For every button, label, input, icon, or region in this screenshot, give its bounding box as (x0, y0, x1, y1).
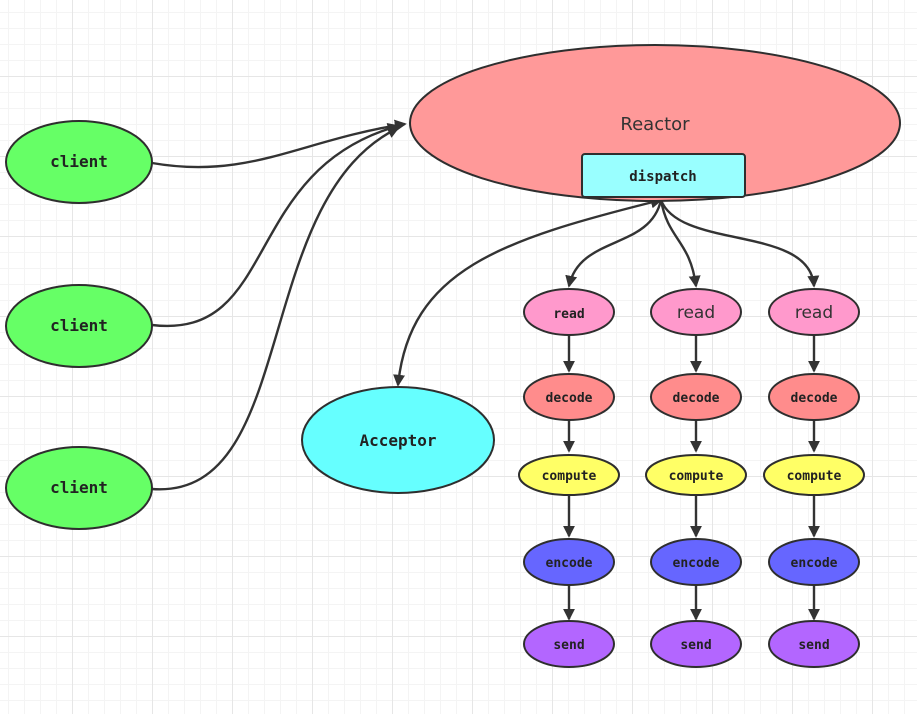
reactor-node: Reactor dispatch (409, 44, 901, 202)
read-node: read (523, 288, 615, 336)
dispatch-label: dispatch (629, 169, 696, 185)
client-node: client (5, 446, 153, 530)
dispatch-box (581, 153, 746, 198)
send-ellipse (650, 620, 742, 668)
compute-ellipse (645, 454, 747, 496)
edge-dispatch-acceptor (393, 196, 663, 387)
send-ellipse (523, 620, 615, 668)
send-label: send (798, 638, 829, 653)
edges (151, 119, 820, 621)
reactor-ellipse (409, 44, 901, 202)
encode-ellipse (768, 538, 860, 586)
decode-node: decode (768, 373, 860, 421)
pipeline-3: read decode compute encode send (763, 288, 865, 668)
encode-label: encode (673, 556, 720, 571)
encode-node: encode (650, 538, 742, 586)
read-node: read (768, 288, 860, 336)
send-label: send (680, 638, 711, 653)
read-label: read (677, 303, 715, 323)
reactor-label: Reactor (620, 114, 690, 135)
read-ellipse (650, 288, 742, 336)
client-ellipse (5, 284, 153, 368)
encode-node: encode (768, 538, 860, 586)
encode-ellipse (523, 538, 615, 586)
acceptor-label: Acceptor (359, 431, 436, 450)
edge-dispatch-read-2 (659, 199, 701, 288)
acceptor-node: Acceptor (301, 386, 495, 494)
decode-ellipse (768, 373, 860, 421)
send-node: send (523, 620, 615, 668)
edge-client-2-reactor (151, 122, 400, 328)
decode-ellipse (650, 373, 742, 421)
edge-client-3-reactor (151, 126, 400, 491)
pipeline-1: read decode compute encode send (518, 288, 620, 668)
acceptor-ellipse (301, 386, 495, 494)
decode-node: decode (523, 373, 615, 421)
encode-node: encode (523, 538, 615, 586)
compute-node: compute (645, 454, 747, 496)
decode-ellipse (523, 373, 615, 421)
encode-label: encode (791, 556, 838, 571)
edge-dispatch-read-3 (659, 199, 820, 288)
compute-node: compute (763, 454, 865, 496)
read-label: read (795, 303, 833, 323)
compute-ellipse (763, 454, 865, 496)
decode-label: decode (546, 391, 593, 406)
client-ellipse (5, 446, 153, 530)
compute-label: compute (542, 469, 597, 484)
send-label: send (553, 638, 584, 653)
pipeline-2: read decode compute encode send (645, 288, 747, 668)
decode-node: decode (650, 373, 742, 421)
client-node: client (5, 284, 153, 368)
edge-dispatch-read-1 (565, 199, 663, 288)
send-ellipse (768, 620, 860, 668)
decode-label: decode (791, 391, 838, 406)
encode-ellipse (650, 538, 742, 586)
edge-client-1-reactor (151, 119, 407, 169)
compute-node: compute (518, 454, 620, 496)
client-node: client (5, 120, 153, 204)
read-ellipse (523, 288, 615, 336)
client-label: client (50, 152, 108, 171)
client-label: client (50, 316, 108, 335)
compute-ellipse (518, 454, 620, 496)
encode-label: encode (546, 556, 593, 571)
read-node: read (650, 288, 742, 336)
read-label: read (553, 307, 584, 322)
send-node: send (650, 620, 742, 668)
read-ellipse (768, 288, 860, 336)
client-label: client (50, 478, 108, 497)
compute-label: compute (787, 469, 842, 484)
compute-label: compute (669, 469, 724, 484)
send-node: send (768, 620, 860, 668)
decode-label: decode (673, 391, 720, 406)
client-ellipse (5, 120, 153, 204)
